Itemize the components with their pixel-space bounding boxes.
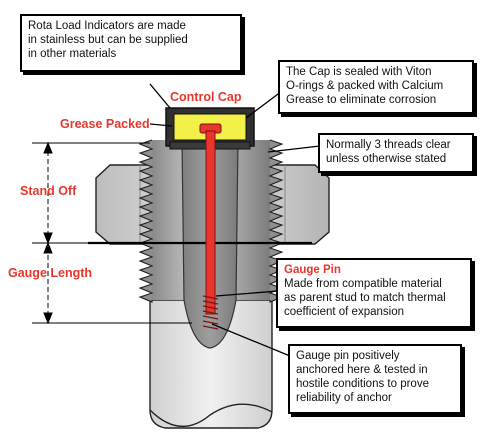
callout-threads-line: Normally 3 threads clear <box>326 139 451 151</box>
callout-anchor-line: reliability of anchor <box>296 392 392 404</box>
callout-anchor-line: hostile conditions to prove <box>296 378 429 390</box>
gauge-pin <box>199 123 222 330</box>
callout-material-line: in stainless but can be supplied <box>28 34 188 46</box>
callout-gauge-pin-line: coefficient of expansion <box>284 306 404 318</box>
label-control-cap: Control Cap <box>170 90 242 104</box>
callout-threads-clear: Normally 3 threads clear unless otherwis… <box>318 133 474 173</box>
label-stand-off: Stand Off <box>20 184 77 198</box>
callout-cap-line: Grease to eliminate corrosion <box>286 94 437 106</box>
callout-threads-line: unless otherwise stated <box>326 153 447 165</box>
pin-anchor-thread <box>202 295 219 330</box>
callout-gauge-pin-title: Gauge Pin <box>284 264 341 276</box>
callout-anchor-line: anchored here & tested in <box>296 364 428 376</box>
label-grease-packed: Grease Packed <box>60 117 150 131</box>
thread-teeth-left <box>138 139 154 303</box>
callout-material: Rota Load Indicators are made in stainle… <box>20 14 242 72</box>
dimension-lines <box>32 141 192 325</box>
label-gauge-length: Gauge Length <box>8 266 93 280</box>
callout-anchor-line: Gauge pin positively <box>296 350 400 362</box>
stud-shank <box>149 299 273 429</box>
callout-gauge-pin: Gauge Pin Made from compatible material … <box>276 258 472 328</box>
callout-material-line: Rota Load Indicators are made <box>28 20 186 32</box>
callout-anchor: Gauge pin positively anchored here & tes… <box>288 344 462 414</box>
callout-cap-line: The Cap is sealed with Viton <box>286 66 432 78</box>
callout-gauge-pin-line: as parent stud to match thermal <box>284 292 446 304</box>
callout-cap-sealing: The Cap is sealed with Viton O-rings & p… <box>278 60 474 114</box>
callout-gauge-pin-line: Made from compatible material <box>284 278 442 290</box>
callout-cap-line: O-rings & packed with Calcium <box>286 80 444 92</box>
callout-material-line: in other materials <box>28 48 117 60</box>
